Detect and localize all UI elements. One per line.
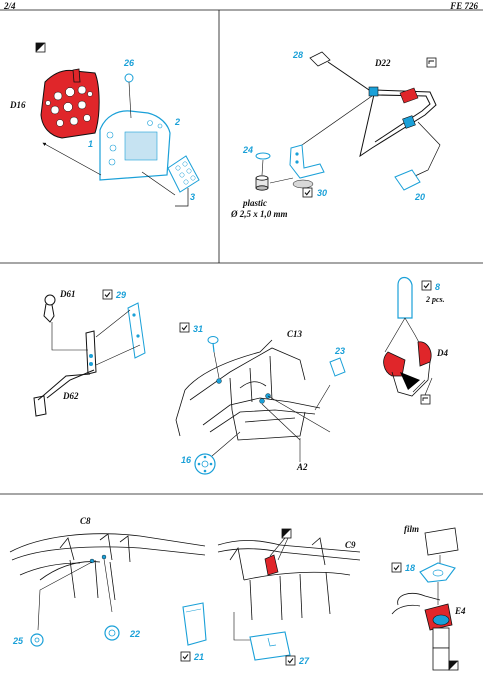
label-d16: D16 <box>9 100 26 110</box>
part-3-number: 3 <box>190 192 195 202</box>
part-20-plate <box>394 169 421 191</box>
connector-line <box>128 81 132 119</box>
pe-detail-blue <box>368 86 379 97</box>
part-30-number: 30 <box>317 188 327 198</box>
check-symbol-icon <box>179 322 190 333</box>
part-29-number: 29 <box>115 290 126 300</box>
check-symbol-icon <box>180 651 191 662</box>
part-31-bolt <box>207 336 219 353</box>
check-symbol-icon <box>285 655 296 666</box>
part-22-number: 22 <box>129 629 140 639</box>
label-d4: D4 <box>436 348 448 358</box>
label-c8: C8 <box>80 516 91 526</box>
part-c13-frame <box>175 339 321 441</box>
red-detail <box>264 554 279 576</box>
check-symbol-icon <box>302 187 313 198</box>
part-23-number: 23 <box>334 346 345 356</box>
label-plastic-size: Ø 2,5 x 1,0 mm <box>230 209 288 219</box>
panel-cockpit-wall-c8: C8 25 22 <box>9 516 206 647</box>
fold-symbol-icon <box>426 57 437 68</box>
label-a2: A2 <box>296 462 308 472</box>
part-31-number: 31 <box>193 324 203 334</box>
part-22-ring <box>104 625 120 641</box>
part-24-number: 24 <box>242 145 253 155</box>
part-d16-red-panel <box>40 68 100 139</box>
label-d61: D61 <box>59 289 76 299</box>
label-c9: C9 <box>345 540 356 550</box>
check-symbol-icon <box>391 562 402 573</box>
panel-instrument-panel: D16 1 26 2 <box>9 42 200 207</box>
part-e4-gunsight <box>391 593 453 671</box>
part-28-bracket <box>309 51 331 67</box>
check-symbol-icon <box>421 280 432 291</box>
part-2-number: 2 <box>174 117 180 127</box>
part-26-disc <box>124 73 134 83</box>
part-28-number: 28 <box>292 50 303 60</box>
part-c9-wall <box>217 537 361 621</box>
part-27-pe-plate <box>249 631 291 661</box>
part-d61-hook <box>43 294 56 323</box>
part-20-number: 20 <box>414 192 425 202</box>
label-d62: D62 <box>62 391 79 401</box>
panel-cockpit-wall-c9: C9 21 27 <box>180 528 361 666</box>
red-detail <box>399 87 419 104</box>
page-number: 2/4 <box>4 1 16 11</box>
part-18-pe-frame <box>419 562 456 583</box>
panel-grid <box>0 9 483 495</box>
part-d4-seat <box>383 341 432 397</box>
part-16-number: 16 <box>181 455 192 465</box>
part-25-number: 25 <box>12 636 24 646</box>
part-27-number: 27 <box>298 656 310 666</box>
film-sheet <box>424 527 459 556</box>
part-d62-rod <box>33 330 97 417</box>
product-code: FE 726 <box>450 1 478 11</box>
check-symbol-icon <box>102 289 113 300</box>
panel-seat-frame: 31 C13 23 A2 16 <box>175 322 346 475</box>
cut-symbol-icon <box>281 528 292 539</box>
part-8-number: 8 <box>435 282 440 292</box>
label-e4: E4 <box>454 606 466 616</box>
part-8-pe-strap <box>397 276 413 319</box>
label-d22: D22 <box>374 58 391 68</box>
pe-detail-blue-2 <box>402 115 416 129</box>
part-d22-frame <box>327 61 437 158</box>
part-21-pe-plate <box>182 602 207 646</box>
part-3-pe-plate <box>167 155 200 193</box>
part-21-number: 21 <box>193 652 204 662</box>
part-24-disc <box>255 152 271 160</box>
plastic-rod-part <box>255 175 269 191</box>
cut-symbol-icon <box>35 42 46 53</box>
part-c8-wall <box>9 533 206 601</box>
part-26-number: 26 <box>123 58 135 68</box>
cut-symbol-icon <box>448 660 459 671</box>
label-plastic: plastic <box>242 198 267 208</box>
part-18-number: 18 <box>405 563 415 573</box>
label-c13: C13 <box>287 329 303 339</box>
part-1-number: 1 <box>88 139 93 149</box>
panel-control-frame: 28 D22 20 30 24 <box>230 50 441 219</box>
part-29-pe-strip <box>127 302 146 359</box>
fold-symbol-icon <box>420 394 431 405</box>
label-film: film <box>404 524 419 534</box>
part-30-bracket <box>289 144 325 189</box>
panel-gunsight-e4: film 18 E4 <box>391 524 466 671</box>
part-16-wheel <box>194 453 216 475</box>
panel-rudder-bar: D61 29 D62 <box>33 289 146 417</box>
panel-seat-belts: 8 2 pcs. D4 <box>383 276 448 405</box>
part-2-pe-panel <box>99 110 171 181</box>
part-25-ring <box>30 633 44 647</box>
quantity-label: 2 pcs. <box>425 295 445 304</box>
part-23-plate <box>329 357 346 377</box>
